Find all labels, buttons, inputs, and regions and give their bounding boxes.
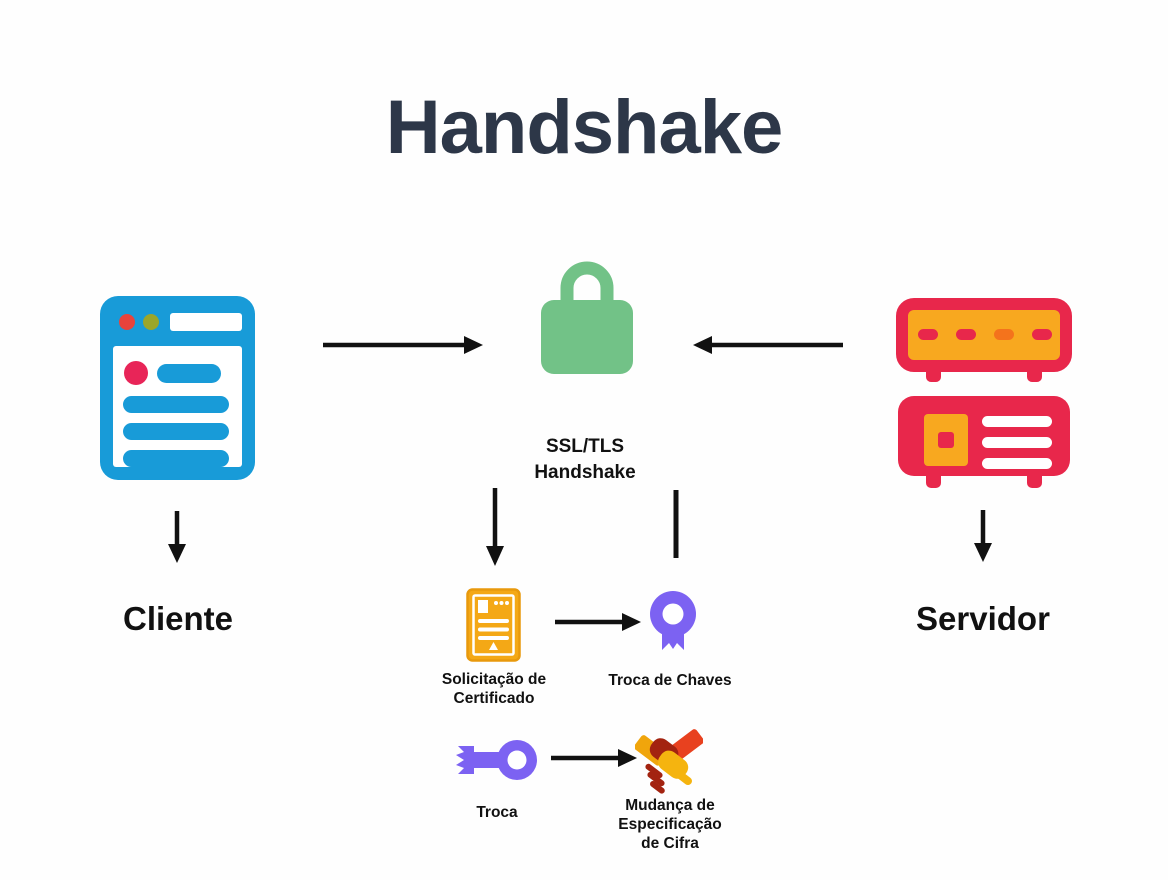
award-key-icon	[650, 591, 696, 650]
arrow-server-down	[974, 510, 992, 562]
certificate-icon	[466, 588, 521, 662]
arrow-key-to-cipher-change	[551, 749, 637, 767]
arrow-client-down	[168, 511, 186, 563]
arrow-server-to-lock	[693, 336, 843, 354]
key-icon	[456, 740, 537, 780]
page-title: Handshake	[385, 85, 784, 170]
browser-dot-olive	[143, 314, 159, 330]
line-lock-to-key-exchange	[673, 490, 679, 558]
key-exchange-label: Troca de Chaves	[608, 672, 732, 689]
server-icon	[896, 298, 1072, 488]
client-label: Cliente	[122, 600, 234, 637]
arrow-lock-to-certificate	[486, 488, 504, 566]
browser-address-bar	[170, 313, 242, 331]
arrow-certificate-to-key-exchange	[555, 613, 641, 631]
handshake-hands-icon	[635, 729, 703, 794]
ssl-handshake-label: SSL/TLS Handshake	[534, 436, 636, 483]
server-label: Servidor	[916, 600, 1050, 637]
cipher-spec-change-label: Mudança de Especificação de Cifra	[618, 797, 722, 852]
browser-icon	[100, 296, 255, 480]
lock-icon	[541, 261, 633, 374]
browser-dot-red	[119, 314, 135, 330]
certificate-request-label: Solicitação de Certificado	[441, 671, 547, 707]
arrow-client-to-lock	[323, 336, 483, 354]
exchange-label: Troca	[476, 804, 518, 821]
